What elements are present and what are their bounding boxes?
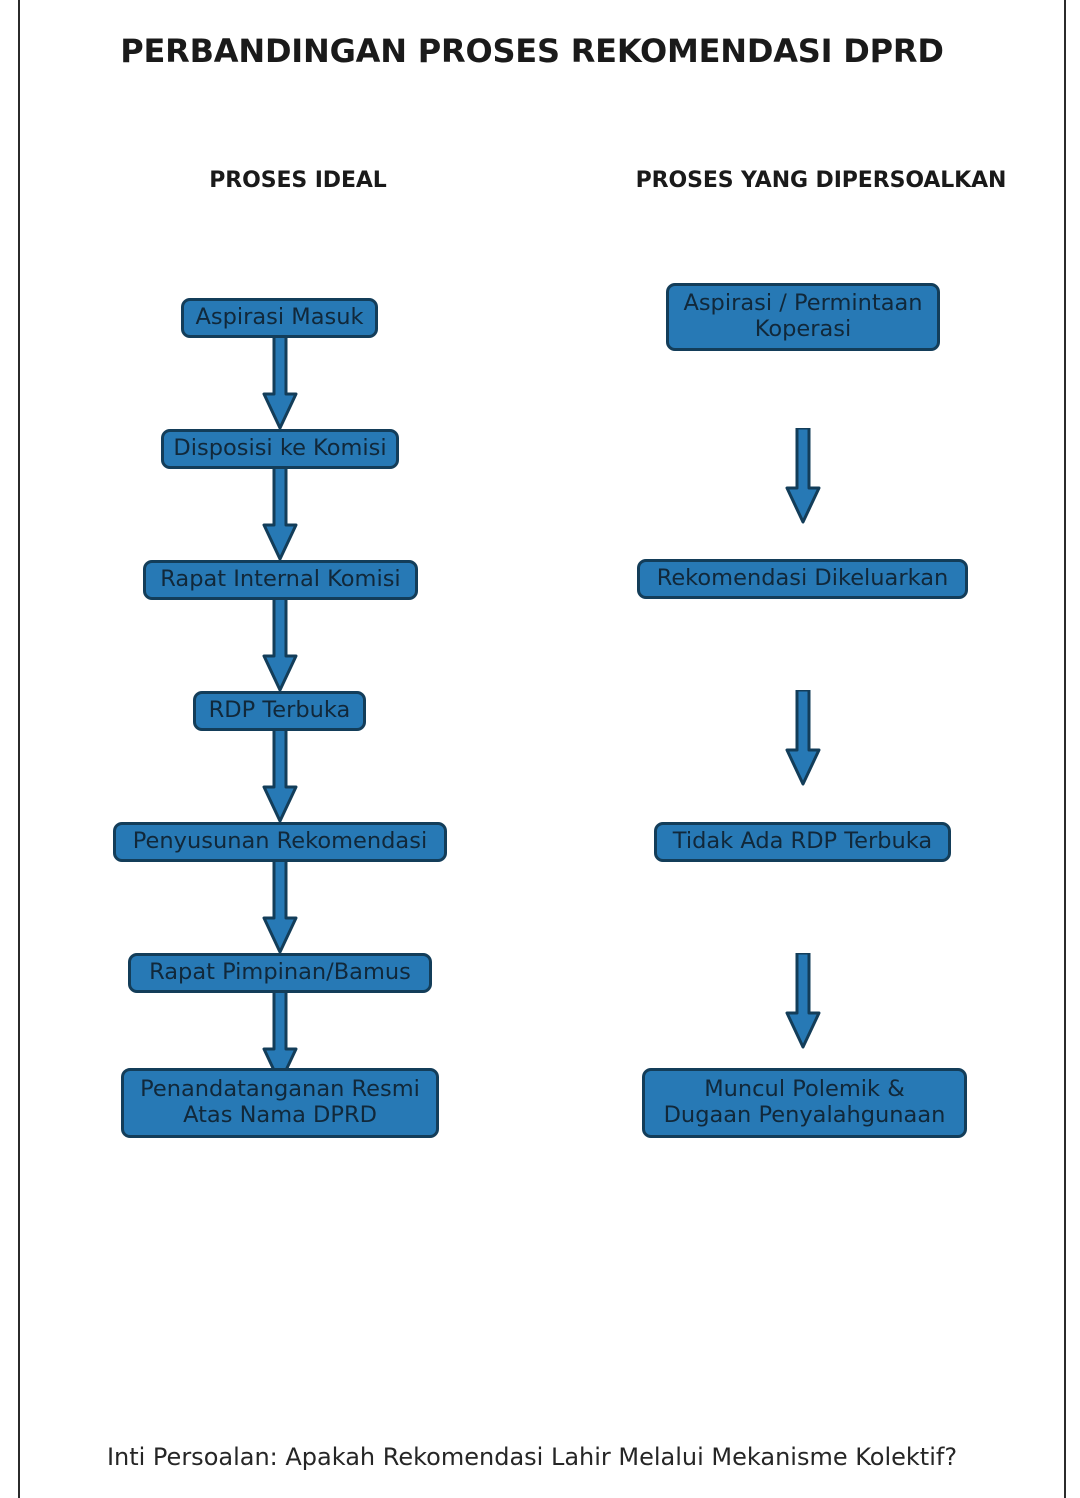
column-title-ideal: PROSES IDEAL [209,168,387,193]
page-title: PERBANDINGAN PROSES REKOMENDASI DPRD [120,32,944,70]
node-dipersoalkan-aspirasi-permintaan-koperasi[interactable]: Aspirasi / Permintaan Koperasi [666,283,940,351]
arrow-ideal-3 [258,594,302,692]
node-ideal-rapat-pimpinan-bamus[interactable]: Rapat Pimpinan/Bamus [128,953,432,993]
node-dipersoalkan-tidak-ada-rdp-terbuka[interactable]: Tidak Ada RDP Terbuka [654,822,951,862]
arrow-ideal-4 [258,725,302,823]
node-ideal-rdp-terbuka[interactable]: RDP Terbuka [193,691,366,731]
arrow-ideal-5 [258,856,302,954]
arrow-ideal-1 [258,332,302,430]
diagram-canvas: PERBANDINGAN PROSES REKOMENDASI DPRD PRO… [20,0,1064,1498]
node-ideal-aspirasi-masuk[interactable]: Aspirasi Masuk [181,298,378,338]
page-frame-left-line [18,0,20,1498]
arrow-dipersoalkan-2 [781,690,825,786]
node-ideal-disposisi-ke-komisi[interactable]: Disposisi ke Komisi [161,429,399,469]
node-ideal-rapat-internal-komisi[interactable]: Rapat Internal Komisi [143,560,418,600]
node-ideal-penandatanganan-resmi[interactable]: Penandatanganan Resmi Atas Nama DPRD [121,1068,439,1138]
arrow-ideal-6 [258,987,302,1085]
node-ideal-penyusunan-rekomendasi[interactable]: Penyusunan Rekomendasi [113,822,447,862]
node-dipersoalkan-rekomendasi-dikeluarkan[interactable]: Rekomendasi Dikeluarkan [637,559,968,599]
node-dipersoalkan-muncul-polemik[interactable]: Muncul Polemik & Dugaan Penyalahgunaan [642,1068,967,1138]
page-frame-right-line [1064,0,1066,1498]
arrow-dipersoalkan-1 [781,428,825,524]
arrow-dipersoalkan-3 [781,953,825,1049]
footer-note: Inti Persoalan: Apakah Rekomendasi Lahir… [106,1443,958,1471]
column-title-dipersoalkan: PROSES YANG DIPERSOALKAN [635,168,1007,193]
arrow-ideal-2 [258,463,302,561]
